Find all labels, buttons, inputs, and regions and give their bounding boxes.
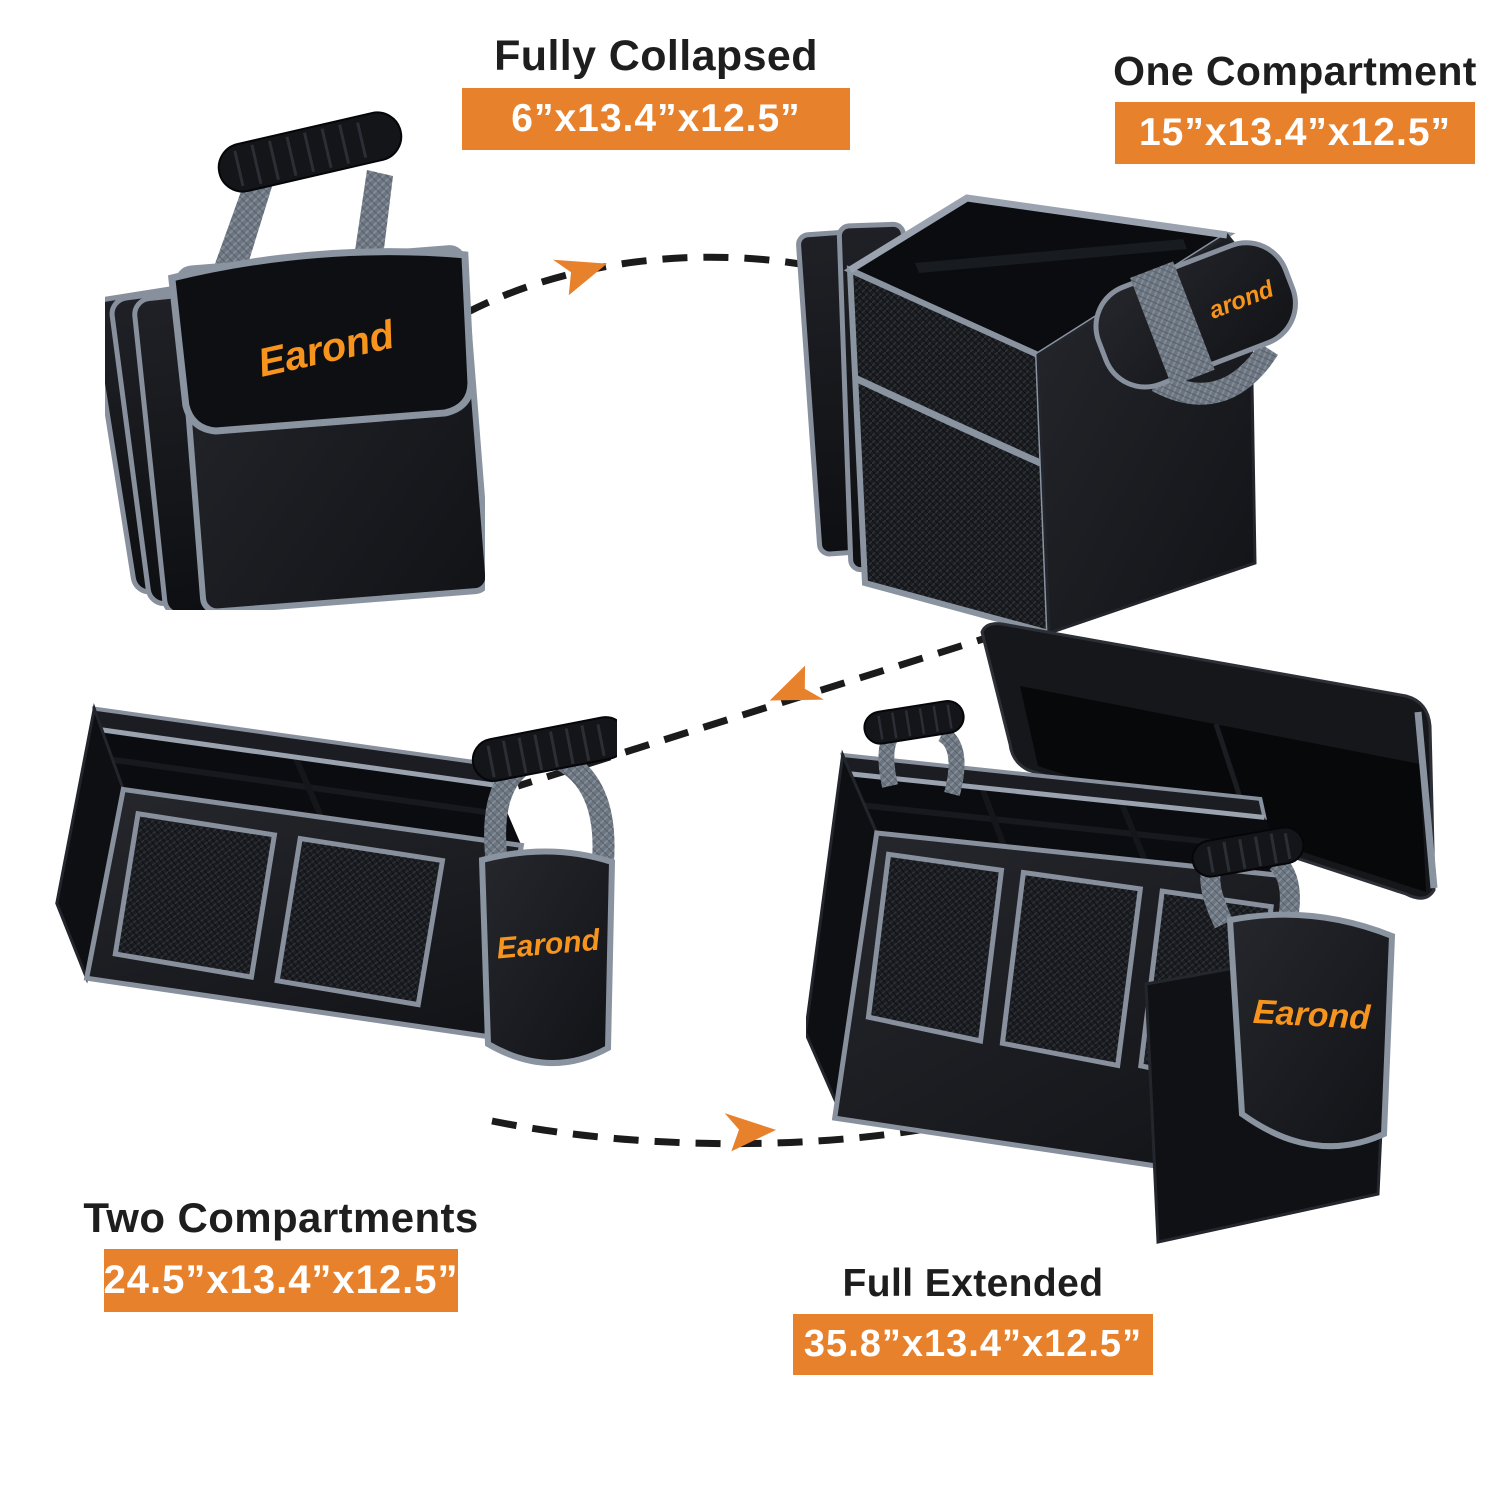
handle-grip (217, 111, 403, 193)
cross-divider (292, 755, 325, 819)
dimensions-badge: 6”x13.4”x12.5” (462, 88, 850, 151)
interior-divider (915, 239, 1187, 273)
product-photo-two-compartments: Earond (55, 702, 617, 1066)
mesh-pocket-trim (853, 374, 1047, 469)
state-title: Fully Collapsed (494, 32, 818, 80)
label-two-compartments: Two Compartments 24.5”x13.4”x12.5” (83, 1195, 478, 1313)
state-title: One Compartment (1113, 48, 1477, 94)
rolled-flap-with-handle: arond (1093, 240, 1298, 405)
front-panel: Earond (167, 245, 485, 610)
handle-loop (1151, 342, 1279, 405)
label-full-extended: Full Extended 35.8”x13.4”x12.5” (793, 1262, 1153, 1375)
left-handle (863, 699, 965, 797)
product-photo-one-compartment: arond (796, 194, 1298, 637)
end-flap: Earond (478, 848, 616, 1066)
open-box (55, 702, 525, 1040)
label-one-compartment: One Compartment 15”x13.4”x12.5” (1113, 48, 1477, 165)
mesh-pockets (112, 810, 446, 1008)
front-flap (167, 248, 475, 435)
handle-grip (863, 699, 965, 745)
lid (980, 622, 1438, 900)
state-title: Two Compartments (83, 1194, 479, 1241)
lid-trim (1414, 711, 1438, 889)
rim-trim (848, 194, 1228, 273)
handle-grip (471, 716, 617, 782)
carry-handle (193, 111, 403, 354)
product-photo-full-extended: Earond (806, 622, 1438, 1244)
dimensions-badge: 35.8”x13.4”x12.5” (793, 1313, 1153, 1375)
rim-trim (97, 726, 496, 788)
brand-logo: Earond (1252, 993, 1372, 1037)
cross-divider (979, 786, 1007, 848)
handle-grip (1191, 826, 1305, 878)
label-fully-collapsed: Fully Collapsed 6”x13.4”x12.5” (462, 32, 850, 151)
rim-trim (846, 771, 1265, 820)
strap-band (1130, 261, 1215, 387)
dashed-arrow-right-icon (464, 253, 807, 317)
end-flap: Earond (1226, 911, 1396, 1150)
state-title: Full Extended (842, 1262, 1104, 1305)
dimensions-badge: 24.5”x13.4”x12.5” (103, 1249, 458, 1313)
lid-inner (1020, 686, 1426, 892)
cross-divider (1118, 801, 1149, 863)
dashed-arrow-right-icon (491, 1108, 1005, 1152)
dimensions-badge: 15”x13.4”x12.5” (1115, 102, 1475, 165)
product-photo-fully-collapsed: Earond (105, 111, 485, 610)
